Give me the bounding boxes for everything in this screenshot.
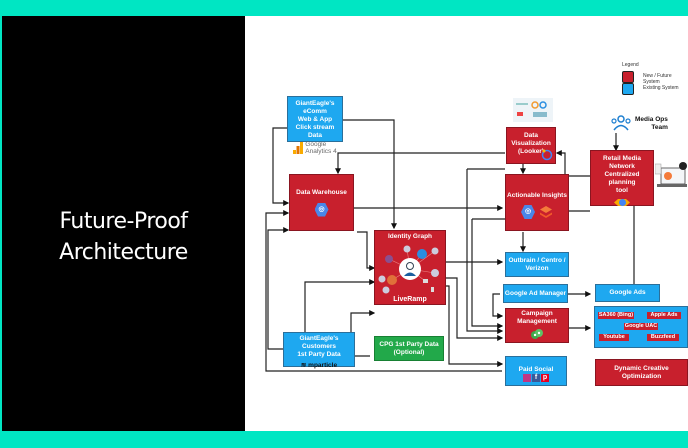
legend-title: Legend <box>622 62 639 68</box>
ga-logo-line-2: Analytics 4 <box>305 148 337 155</box>
mparticle-label: mparticle <box>308 362 338 369</box>
gcp-ai-icon: ◎ <box>521 205 535 219</box>
cpg-line-2: (Optional) <box>393 348 425 356</box>
title-panel: Future-Proof Architecture <box>2 16 245 431</box>
legend-label-new: New / Future System <box>643 73 672 85</box>
liveramp-logo: LiveRamp <box>393 296 427 303</box>
line-ecomm-dw <box>272 127 290 206</box>
node-google-ads[interactable]: Google Ads <box>595 284 660 302</box>
ecomm-line-1: GiantEagle's eComm <box>295 100 335 115</box>
pinterest-icon: p <box>541 374 549 382</box>
node-dynamic-creative-optimization[interactable]: Dynamic Creative Optimization <box>595 359 688 386</box>
node-retail-media-network[interactable]: Retail Media Network Centralized plannin… <box>590 150 654 206</box>
legend-swatch-new <box>622 71 634 83</box>
node-paid-social[interactable]: Paid Social f p <box>505 356 567 386</box>
channel-youtube[interactable]: Youtube <box>599 334 629 341</box>
dco-line-2: Optimization <box>621 372 662 380</box>
paid-social-label: Paid Social <box>518 366 554 373</box>
node-channels-group[interactable]: SA360 (Bing) Apple Ads Google UAC Youtub… <box>594 306 688 348</box>
google-analytics-logo: Google Analytics 4 <box>293 141 337 155</box>
line-dw-ig <box>357 231 376 271</box>
media-ops-line-1: Media Ops <box>635 116 668 123</box>
looker-icon <box>541 149 553 161</box>
node-outbrain-centro-verizon[interactable]: Outbrain / Centro / Verizon <box>505 252 569 277</box>
google-ads-label: Google Ads <box>609 289 646 296</box>
title-line-1: Future-Proof <box>59 209 188 234</box>
dco-line-1: Dynamic Creative <box>614 364 669 372</box>
outbrain-line-1: Outbrain / Centro / <box>508 256 566 264</box>
node-identity-graph[interactable]: Identity Graph LiveRamp <box>374 230 446 305</box>
ecomm-line-2: Web & App <box>297 116 333 123</box>
data-viz-line-2: Visualization <box>511 140 551 147</box>
legend-label-existing: Existing System <box>643 85 679 91</box>
mparticle-logo: ≋ mparticle <box>301 362 337 370</box>
data-viz-line-3: (Looker) <box>518 148 544 155</box>
data-viz-line-1: Data <box>523 132 539 139</box>
identity-graph-icon <box>378 245 439 294</box>
node-customers-1st-party[interactable]: GiantEagle's Customers 1st Party Data ≋ … <box>283 332 355 370</box>
node-actionable-insights[interactable]: Actionable Insights ◎ <box>505 174 569 231</box>
media-ops-line-2: Team <box>651 124 668 131</box>
layers-icon <box>540 206 552 218</box>
dashboard-thumbnail-icon <box>513 98 553 122</box>
node-ecomm-clickstream[interactable]: GiantEagle's eComm Web & App Click strea… <box>287 96 343 155</box>
cpg-line-1: CPG 1st Party Data <box>379 340 439 348</box>
channel-sa360-bing[interactable]: SA360 (Bing) <box>598 312 634 319</box>
facebook-icon: f <box>532 374 540 382</box>
node-cpg-1st-party[interactable]: CPG 1st Party Data (Optional) <box>374 336 444 361</box>
mparticle-icon: ≋ <box>300 362 309 369</box>
rmn-line-1: Retail Media Network <box>603 155 641 170</box>
architecture-diagram: Legend New / Future System Existing Syst… <box>245 16 688 431</box>
slide-title: Future-Proof Architecture <box>2 206 245 268</box>
ga-logo-line-1: Google <box>305 141 327 148</box>
instagram-icon <box>523 374 531 382</box>
actionable-insights-label: Actionable Insights <box>507 192 567 199</box>
customers-line-2: 1st Party Data <box>297 351 341 358</box>
planning-laptop-icon <box>655 162 687 187</box>
node-campaign-management[interactable]: Campaign Management <box>505 308 569 343</box>
rmn-line-3: tool <box>616 187 628 194</box>
title-line-2: Architecture <box>59 240 188 265</box>
campaign-line-1: Campaign <box>521 310 553 317</box>
legend-swatch-existing <box>622 83 634 95</box>
channel-buzzfeed[interactable]: Buzzfeed <box>647 334 679 341</box>
channel-google-uac[interactable]: Google UAC <box>624 323 658 330</box>
line-ecomm-ig <box>343 119 397 230</box>
identity-graph-label: Identity Graph <box>387 233 433 240</box>
outbrain-line-2: Verizon <box>525 264 549 272</box>
node-google-ad-manager[interactable]: Google Ad Manager <box>503 284 568 303</box>
ecomm-line-3: Click stream Data <box>295 124 335 139</box>
data-warehouse-label: Data Warehouse <box>296 188 347 196</box>
rmn-line-2: Centralized planning <box>604 171 640 186</box>
customers-line-1: GiantEagle's Customers <box>299 335 339 350</box>
media-ops-team-label: Media Ops Team <box>635 116 668 132</box>
gam-label: Google Ad Manager <box>504 289 567 297</box>
line-viz-dw <box>335 152 505 175</box>
bigquery-icon: ◎ <box>314 202 329 217</box>
google-cloud-icon <box>614 199 630 206</box>
channel-apple-ads[interactable]: Apple Ads <box>647 312 681 319</box>
google-analytics-icon <box>293 142 304 154</box>
team-icon <box>611 115 631 131</box>
campaign-line-2: Management <box>517 318 557 325</box>
campaign-link-icon <box>531 329 543 339</box>
node-data-visualization[interactable]: Data Visualization (Looker) <box>506 127 556 164</box>
node-data-warehouse[interactable]: Data Warehouse ◎ <box>289 174 354 231</box>
